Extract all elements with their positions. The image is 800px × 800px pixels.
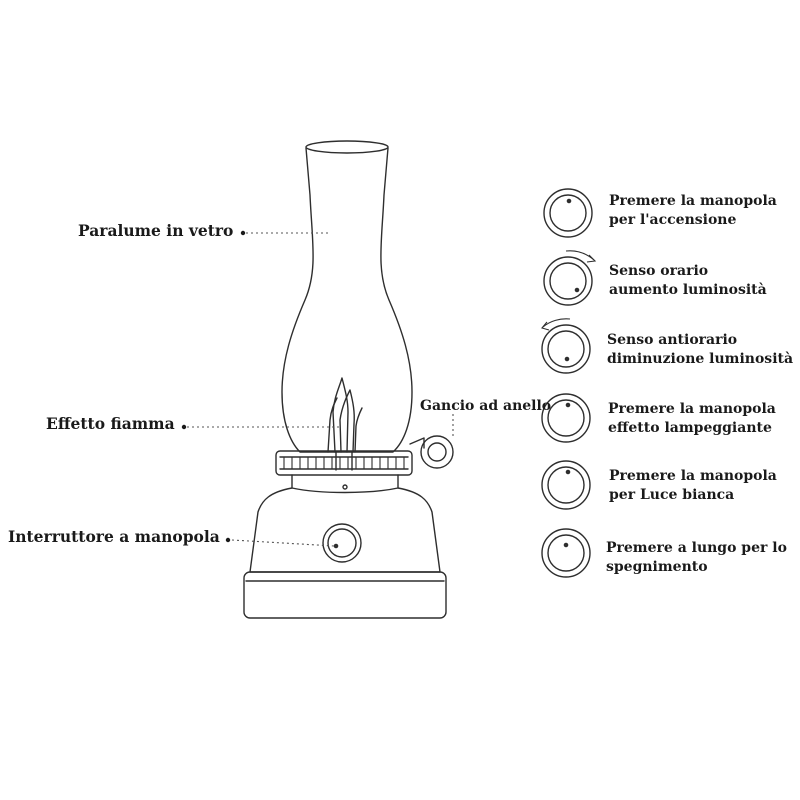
instruction-5: Premere la manopola per Luce bianca [609, 467, 777, 505]
instruction-6-line1: Premere a lungo per lo [606, 540, 787, 556]
instruction-knob-icon-4 [541, 393, 591, 443]
lamp-base-drawing [243, 474, 447, 619]
instruction-1-line1: Premere la manopola [609, 193, 777, 209]
instruction-knob-icon-5 [541, 460, 591, 510]
instruction-knob-icon-2 [543, 250, 597, 306]
flame-effect-drawing [327, 377, 363, 471]
instruction-5-line2: per Luce bianca [609, 487, 735, 503]
instruction-4: Premere la manopola effetto lampeggiante [608, 400, 776, 438]
leader-knob-switch [231, 539, 335, 547]
label-glass-shade: Paralume in vetro [78, 221, 234, 240]
instruction-3-line1: Senso antiorario [607, 332, 738, 348]
instruction-knob-icon-1 [543, 188, 593, 238]
instruction-6-line2: spegnimento [606, 559, 708, 575]
leader-dot-knob [225, 537, 231, 543]
instruction-3-line2: diminuzione luminosità [607, 351, 794, 367]
glass-shade-outline [281, 147, 413, 453]
instruction-3: Senso antiorario diminuzione luminosità [607, 331, 793, 369]
ring-hook-drawing [409, 435, 454, 469]
instruction-4-line1: Premere la manopola [608, 401, 776, 417]
instruction-6: Premere a lungo per lo spegnimento [606, 539, 787, 577]
instruction-2-line2: aumento luminosità [609, 282, 767, 298]
instruction-2: Senso orario aumento luminosità [609, 262, 767, 300]
label-flame-effect: Effetto fiamma [46, 414, 175, 433]
instruction-knob-icon-6 [541, 528, 591, 578]
instruction-1: Premere la manopola per l'accensione [609, 192, 777, 230]
instruction-2-line1: Senso orario [609, 263, 709, 279]
label-knob-switch: Interruttore a manopola [8, 527, 220, 546]
leader-dot-glass [240, 230, 246, 236]
label-ring-hook: Gancio ad anello [420, 398, 552, 414]
instruction-5-line1: Premere la manopola [609, 468, 777, 484]
instruction-knob-icon-3 [541, 318, 591, 374]
gear-ring-drawing [275, 450, 413, 476]
instruction-1-line2: per l'accensione [609, 212, 737, 228]
leader-dot-flame [181, 424, 187, 430]
base-knob-drawing [322, 523, 362, 563]
glass-shade-top-rim [305, 140, 389, 154]
instruction-4-line2: effetto lampeggiante [608, 420, 772, 436]
